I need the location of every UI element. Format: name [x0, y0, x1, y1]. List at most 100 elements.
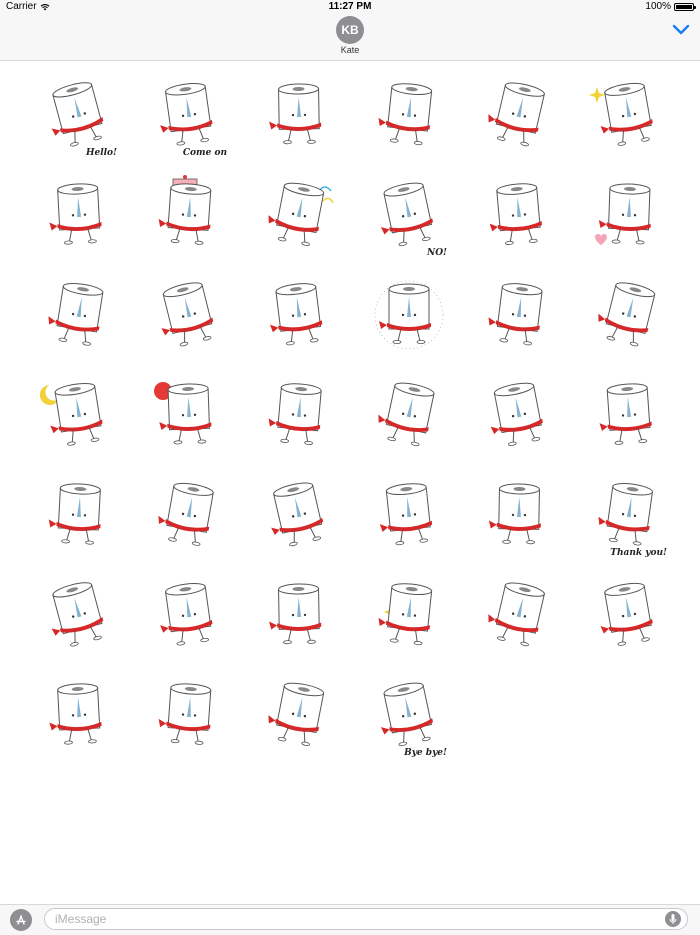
sticker-cell[interactable] [354, 568, 464, 668]
sticker-cell[interactable] [244, 468, 354, 568]
sticker-cell[interactable] [354, 68, 464, 168]
sticker-standing[interactable] [149, 475, 229, 561]
sticker-cell[interactable] [134, 268, 244, 368]
sticker-angry[interactable] [479, 575, 559, 661]
sticker-cell[interactable] [24, 168, 134, 268]
sticker-cell[interactable] [24, 468, 134, 568]
sticker-bandaged[interactable] [39, 275, 119, 361]
sticker-cell[interactable] [574, 168, 684, 268]
sticker-falling[interactable] [259, 375, 339, 461]
sticker-cell[interactable] [24, 568, 134, 668]
sticker-sunrise[interactable] [149, 375, 229, 461]
sticker-unrolled-paper[interactable] [589, 575, 669, 661]
sticker-smile[interactable] [479, 175, 559, 261]
app-store-icon [16, 915, 26, 925]
sticker-thank-you[interactable]: Thank you! [589, 475, 669, 561]
sticker-running[interactable] [369, 75, 449, 161]
sticker-sleeping[interactable] [149, 575, 229, 661]
sticker-moon-night[interactable] [39, 375, 119, 461]
sticker-love[interactable] [39, 675, 119, 761]
sticker-cell[interactable] [24, 368, 134, 468]
sticker-cell[interactable] [134, 168, 244, 268]
sticker-cell[interactable]: Come on [134, 68, 244, 168]
sticker-cell[interactable] [24, 268, 134, 368]
sticker-caption: Hello! [85, 148, 117, 158]
sticker-cell[interactable] [354, 468, 464, 568]
sticker-cell[interactable] [134, 568, 244, 668]
sticker-cell[interactable] [354, 268, 464, 368]
sticker-sparkling-eyes[interactable] [589, 75, 669, 161]
microphone-icon[interactable] [665, 911, 681, 927]
sticker-caption: NO! [426, 248, 447, 258]
sticker-hearts[interactable] [589, 175, 669, 261]
sticker-whale[interactable] [479, 475, 559, 561]
sticker-surprised[interactable] [479, 75, 559, 161]
sticker-cell[interactable] [464, 168, 574, 268]
sticker-cell[interactable] [24, 668, 134, 768]
sticker-fly[interactable] [369, 375, 449, 461]
sticker-cell[interactable] [574, 368, 684, 468]
sticker-shining[interactable] [369, 275, 449, 361]
sticker-cell[interactable] [134, 668, 244, 768]
sticker-cell[interactable] [464, 68, 574, 168]
sticker-music-notes[interactable] [259, 75, 339, 161]
sticker-cell[interactable] [464, 568, 574, 668]
sticker-cell[interactable] [244, 568, 354, 668]
status-left: Carrier [6, 0, 50, 14]
sticker-standing-blank[interactable] [259, 475, 339, 561]
sticker-cell[interactable] [134, 368, 244, 468]
sticker-cell[interactable]: Bye bye! [354, 668, 464, 768]
status-bar: Carrier 11:27 PM 100% [0, 0, 700, 14]
sticker-alert[interactable] [479, 375, 559, 461]
status-time: 11:27 PM [328, 1, 372, 12]
message-placeholder: iMessage [55, 912, 107, 926]
sticker-bye-bye[interactable]: Bye bye! [369, 675, 449, 761]
sticker-cell[interactable]: NO! [354, 168, 464, 268]
sticker-cell[interactable] [354, 368, 464, 468]
sticker-flag[interactable] [39, 175, 119, 261]
sticker-arms-open[interactable] [259, 675, 339, 761]
wifi-icon [40, 4, 49, 11]
sticker-cake[interactable] [149, 175, 229, 261]
sticker-cell[interactable] [244, 268, 354, 368]
sticker-stacked-rolls[interactable] [589, 275, 669, 361]
sticker-bath[interactable] [149, 275, 229, 361]
chevron-down-icon[interactable] [672, 24, 690, 36]
sticker-caption: Come on [183, 148, 227, 158]
sticker-hanging-bar[interactable] [149, 675, 229, 761]
sticker-cell[interactable] [244, 668, 354, 768]
message-input[interactable]: iMessage [44, 908, 688, 930]
sticker-peeking[interactable] [589, 375, 669, 461]
battery-percent: 100% [645, 1, 671, 12]
sticker-cell[interactable] [464, 268, 574, 368]
sticker-cell[interactable] [464, 368, 574, 468]
carrier-label: Carrier [6, 1, 37, 12]
sticker-come-on[interactable]: Come on [149, 75, 229, 161]
sticker-drooling[interactable] [39, 575, 119, 661]
sticker-cell[interactable] [134, 468, 244, 568]
input-bar: iMessage [0, 904, 700, 935]
sticker-hiding[interactable] [479, 275, 559, 361]
sticker-sparkle[interactable] [369, 575, 449, 661]
sticker-cell[interactable] [464, 468, 574, 568]
sticker-tilted[interactable] [259, 575, 339, 661]
sticker-arm-stretch[interactable] [39, 475, 119, 561]
sticker-hello[interactable]: Hello! [39, 75, 119, 161]
sticker-cell[interactable]: Thank you! [574, 468, 684, 568]
sticker-cell[interactable] [244, 68, 354, 168]
conversation-header: KB Kate [0, 14, 700, 61]
sticker-cell[interactable] [574, 268, 684, 368]
app-store-button[interactable] [10, 909, 32, 931]
battery-icon [674, 3, 696, 11]
sticker-cell[interactable] [244, 168, 354, 268]
sticker-cell[interactable]: Hello! [24, 68, 134, 168]
sticker-mummy[interactable] [259, 275, 339, 361]
sticker-cell[interactable] [244, 368, 354, 468]
sticker-no[interactable]: NO! [369, 175, 449, 261]
sticker-party-popper[interactable] [259, 175, 339, 261]
contact-name[interactable]: Kate [340, 45, 360, 55]
sticker-cell[interactable] [574, 68, 684, 168]
sticker-crying-splash[interactable] [369, 475, 449, 561]
sticker-cell[interactable] [574, 568, 684, 668]
avatar[interactable]: KB [336, 16, 364, 44]
